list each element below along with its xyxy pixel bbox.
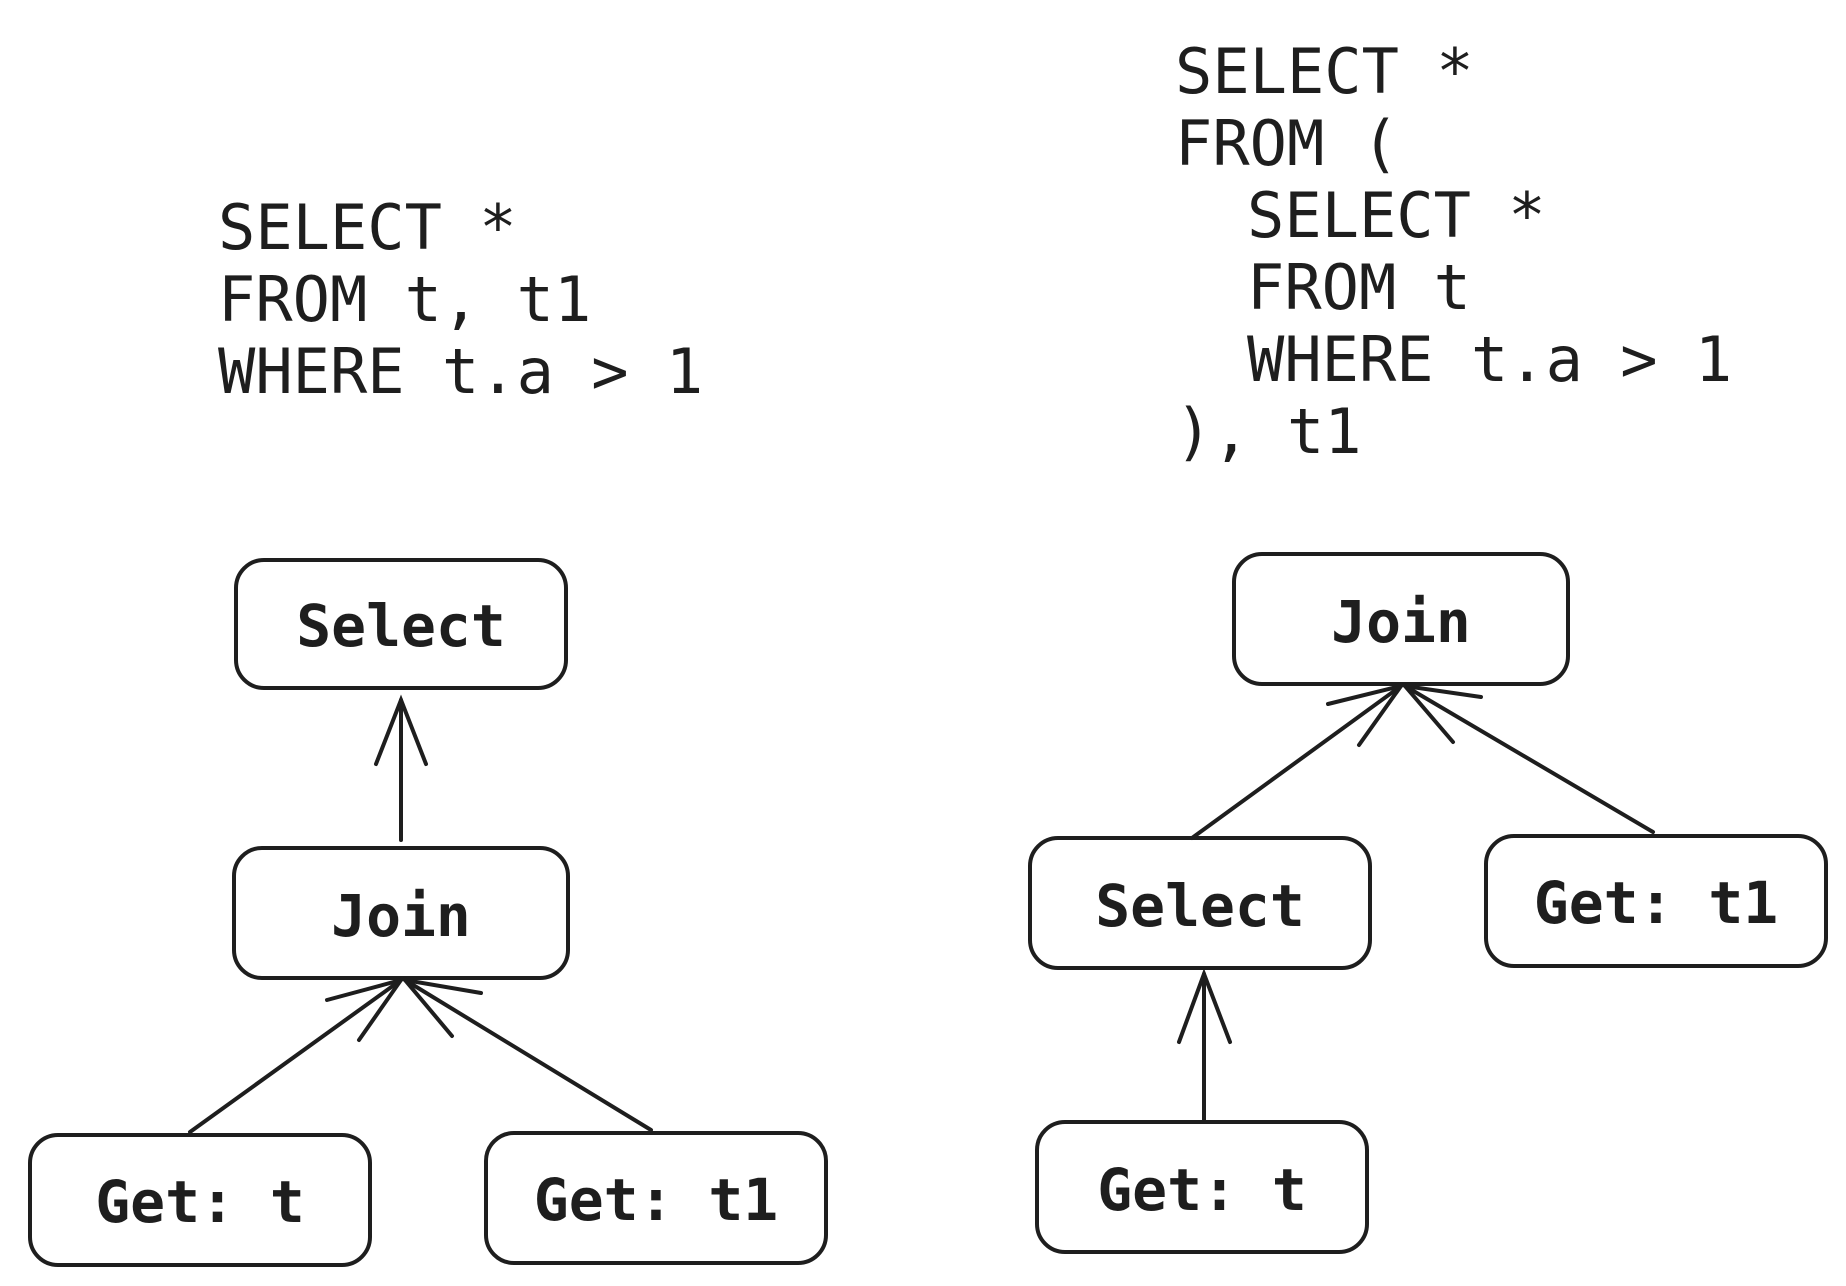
right-select-node: Select: [1028, 836, 1372, 970]
node-label: Join: [331, 882, 471, 950]
left-join-node: Join: [232, 846, 570, 980]
edge-join-to-select: [374, 694, 428, 842]
sql-line: FROM (: [1175, 107, 1399, 180]
node-label: Join: [1331, 588, 1471, 656]
node-label: Get: t: [1097, 1156, 1307, 1224]
sql-line: WHERE t.a > 1: [218, 335, 704, 408]
node-label: Select: [1095, 872, 1305, 940]
edge-get-t1-to-join: [399, 977, 653, 1132]
sql-line: SELECT *: [1175, 35, 1474, 108]
edge-get-t-to-select: [1177, 968, 1232, 1124]
sql-line: WHERE t.a > 1: [1247, 323, 1733, 396]
node-label: Get: t1: [534, 1166, 778, 1234]
left-get-t1-node: Get: t1: [484, 1131, 828, 1265]
edge-select-to-join: [1190, 682, 1406, 840]
sql-line: SELECT *: [1247, 179, 1546, 252]
left-select-node: Select: [234, 558, 568, 690]
node-label: Get: t: [95, 1168, 305, 1236]
right-plan-tree: Join Select Get: t1 Get: t: [1028, 552, 1828, 1254]
sql-line: ), t1: [1175, 395, 1362, 468]
right-join-node: Join: [1232, 552, 1570, 686]
node-label: Select: [296, 592, 506, 660]
left-get-t-node: Get: t: [28, 1133, 372, 1267]
node-label: Get: t1: [1534, 869, 1778, 937]
left-plan-tree: Select Join Get: t Get: t1: [28, 558, 828, 1267]
sql-line: FROM t, t1: [218, 263, 592, 336]
right-get-t1-node: Get: t1: [1484, 834, 1828, 968]
edge-get-t-to-join: [188, 976, 406, 1134]
sql-line: SELECT *: [218, 191, 517, 264]
right-get-t-node: Get: t: [1035, 1120, 1369, 1254]
sql-line: FROM t: [1247, 251, 1471, 324]
edge-get-t1-to-join: [1400, 683, 1655, 834]
